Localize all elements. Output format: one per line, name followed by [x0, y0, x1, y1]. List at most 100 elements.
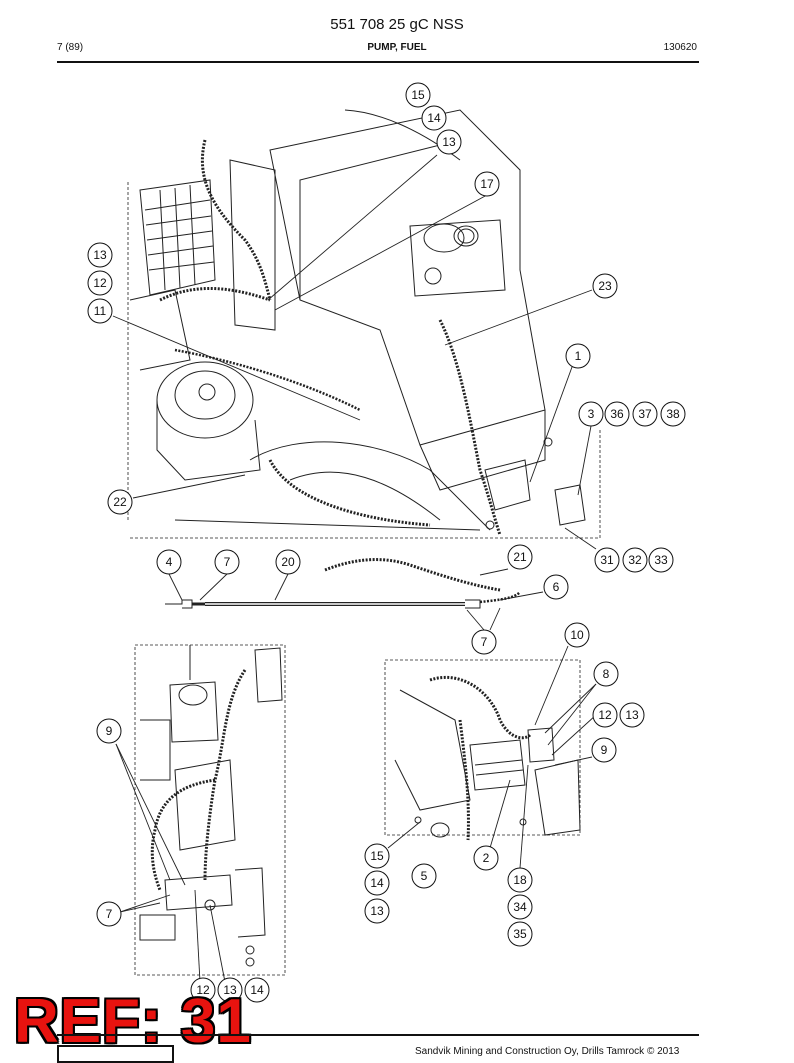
- callout-18: 18: [507, 867, 533, 893]
- callout-circle: [364, 843, 390, 869]
- callout-number: 9: [106, 724, 113, 738]
- callout-number: 36: [610, 407, 624, 421]
- footer-rule: [57, 1034, 699, 1036]
- callout-circle: [507, 544, 533, 570]
- callout-number: 13: [370, 904, 384, 918]
- lower-right-detail-view: [384, 659, 581, 841]
- callout-34: 34: [507, 894, 533, 920]
- reference-stamp: REF: 31: [14, 987, 252, 1056]
- callout-7: 7: [96, 901, 122, 927]
- callout-circle: [87, 298, 113, 324]
- callout-number: 14: [250, 983, 264, 997]
- lower-left-detail-view: [134, 644, 286, 976]
- callout-12: 12: [592, 702, 618, 728]
- callout-31: 31: [594, 547, 620, 573]
- callout-circle: [473, 845, 499, 871]
- callout-12: 12: [190, 977, 216, 1003]
- callout-circle: [591, 737, 617, 763]
- callout-circle: [565, 343, 591, 369]
- callout-35: 35: [507, 921, 533, 947]
- callout-number: 1: [575, 349, 582, 363]
- callout-circle: [578, 401, 604, 427]
- callout-2: 2: [473, 845, 499, 871]
- callout-circle: [96, 718, 122, 744]
- callout-15: 15: [364, 843, 390, 869]
- callout-33: 33: [648, 547, 674, 573]
- callout-number: 12: [196, 983, 210, 997]
- callout-12: 12: [87, 270, 113, 296]
- callout-number: 21: [513, 550, 527, 564]
- callout-17: 17: [474, 171, 500, 197]
- callout-number: 33: [654, 553, 668, 567]
- main-assembly-view: [127, 109, 601, 539]
- callout-9: 9: [591, 737, 617, 763]
- callout-1: 1: [565, 343, 591, 369]
- callout-22: 22: [107, 489, 133, 515]
- callout-circle: [217, 977, 243, 1003]
- callout-number: 15: [370, 849, 384, 863]
- callout-4: 4: [156, 549, 182, 575]
- callout-number: 6: [553, 580, 560, 594]
- callout-number: 32: [628, 553, 642, 567]
- callout-number: 23: [598, 279, 612, 293]
- callout-11: 11: [87, 298, 113, 324]
- callout-circle: [87, 270, 113, 296]
- callout-circle: [436, 129, 462, 155]
- callout-32: 32: [622, 547, 648, 573]
- callout-36: 36: [604, 401, 630, 427]
- callout-21: 21: [507, 544, 533, 570]
- callout-number: 2: [483, 851, 490, 865]
- callout-circle: [411, 863, 437, 889]
- callout-number: 34: [513, 900, 527, 914]
- callout-circle: [622, 547, 648, 573]
- callout-number: 11: [94, 304, 107, 318]
- callout-13: 13: [436, 129, 462, 155]
- callout-circle: [190, 977, 216, 1003]
- callout-9: 9: [96, 718, 122, 744]
- document-date: 130620: [663, 42, 697, 53]
- section-title: PUMP, FUEL: [367, 42, 427, 53]
- callout-number: 15: [411, 88, 425, 102]
- callout-3: 3: [578, 401, 604, 427]
- callout-number: 12: [598, 708, 612, 722]
- callout-number: 13: [442, 135, 456, 149]
- callout-circle: [405, 82, 431, 108]
- callout-number: 5: [421, 869, 428, 883]
- callout-circle: [604, 401, 630, 427]
- callout-7: 7: [214, 549, 240, 575]
- callout-circle: [564, 622, 590, 648]
- callout-circle: [592, 273, 618, 299]
- callout-13: 13: [619, 702, 645, 728]
- callout-number: 31: [600, 553, 614, 567]
- callout-5: 5: [411, 863, 437, 889]
- callout-circle: [648, 547, 674, 573]
- callout-circle: [275, 549, 301, 575]
- callout-13: 13: [364, 898, 390, 924]
- header-rule: [57, 61, 699, 63]
- callout-number: 14: [427, 111, 441, 125]
- callout-number: 14: [370, 876, 384, 890]
- callout-15: 15: [405, 82, 431, 108]
- callout-number: 17: [480, 177, 494, 191]
- callout-circle: [214, 549, 240, 575]
- callout-13: 13: [87, 242, 113, 268]
- callout-circle: [87, 242, 113, 268]
- callout-circle: [507, 867, 533, 893]
- callout-circle: [593, 661, 619, 687]
- callout-circle: [471, 629, 497, 655]
- callout-6: 6: [543, 574, 569, 600]
- callout-number: 35: [513, 927, 527, 941]
- callout-20: 20: [275, 549, 301, 575]
- callout-circle: [474, 171, 500, 197]
- callout-circle: [592, 702, 618, 728]
- callout-number: 7: [481, 635, 488, 649]
- callout-37: 37: [632, 401, 658, 427]
- callout-circle: [364, 870, 390, 896]
- callout-circle: [244, 977, 270, 1003]
- callout-circle: [96, 901, 122, 927]
- callout-number: 13: [93, 248, 107, 262]
- callout-number: 7: [106, 907, 113, 921]
- callout-circle: [156, 549, 182, 575]
